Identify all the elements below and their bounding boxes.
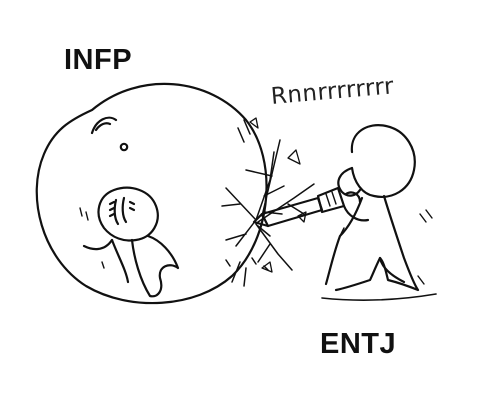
infp-hand-left (113, 198, 120, 226)
bubble-shine (90, 116, 118, 135)
infp-tremble-marks (79, 207, 105, 269)
drill-body (260, 196, 324, 228)
entj-motion-marks (339, 209, 433, 285)
entj-body (324, 194, 420, 292)
bubble-shine-dot (119, 142, 129, 152)
entj-tail (378, 256, 406, 284)
entj-label: ENTJ (320, 328, 397, 360)
infp-hand-right (121, 196, 128, 224)
infp-label: INFP (64, 44, 133, 76)
bubble-shine-2 (94, 122, 112, 132)
ground-line (321, 293, 437, 301)
entj-character (324, 124, 433, 292)
drill-tip (252, 212, 270, 228)
infp-body-2 (110, 238, 130, 284)
infp-fingers-2 (128, 200, 136, 212)
bubble-outline (35, 82, 268, 305)
drill-handle (316, 186, 346, 214)
infp-fingers (108, 200, 116, 218)
entj-arm (342, 191, 370, 222)
drill-grip-lines (325, 191, 337, 207)
entj-head (350, 124, 416, 198)
infp-character (79, 186, 180, 298)
infp-head (97, 186, 159, 242)
infp-body (82, 234, 180, 298)
shards (249, 117, 307, 273)
